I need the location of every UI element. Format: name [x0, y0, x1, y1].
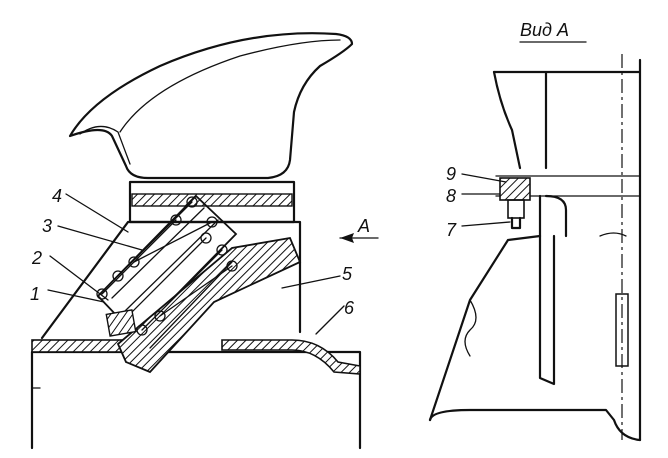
main-view	[30, 32, 379, 450]
view-a-title: Вид А	[520, 20, 569, 40]
floor-panel-right	[221, 339, 361, 375]
spring-6	[154, 260, 238, 322]
seat-base-band	[131, 193, 293, 207]
callout-3: 3	[42, 216, 52, 236]
callout-5: 5	[342, 264, 353, 284]
callout-1: 1	[30, 284, 40, 304]
view-a	[428, 41, 642, 442]
callout-4: 4	[52, 186, 62, 206]
callout-6: 6	[344, 298, 355, 318]
callout-7: 7	[446, 220, 457, 240]
callout-8: 8	[446, 186, 456, 206]
callout-2: 2	[31, 248, 42, 268]
spring-box	[96, 194, 302, 374]
arrow-label: А	[357, 216, 370, 236]
spring-3	[128, 216, 218, 268]
seat-base	[128, 180, 296, 224]
spring-1	[96, 214, 182, 300]
view-arrow	[339, 233, 379, 243]
spring-2	[112, 196, 198, 282]
floor-body	[30, 350, 362, 450]
callout-9: 9	[446, 164, 456, 184]
seat-shell	[68, 32, 354, 180]
